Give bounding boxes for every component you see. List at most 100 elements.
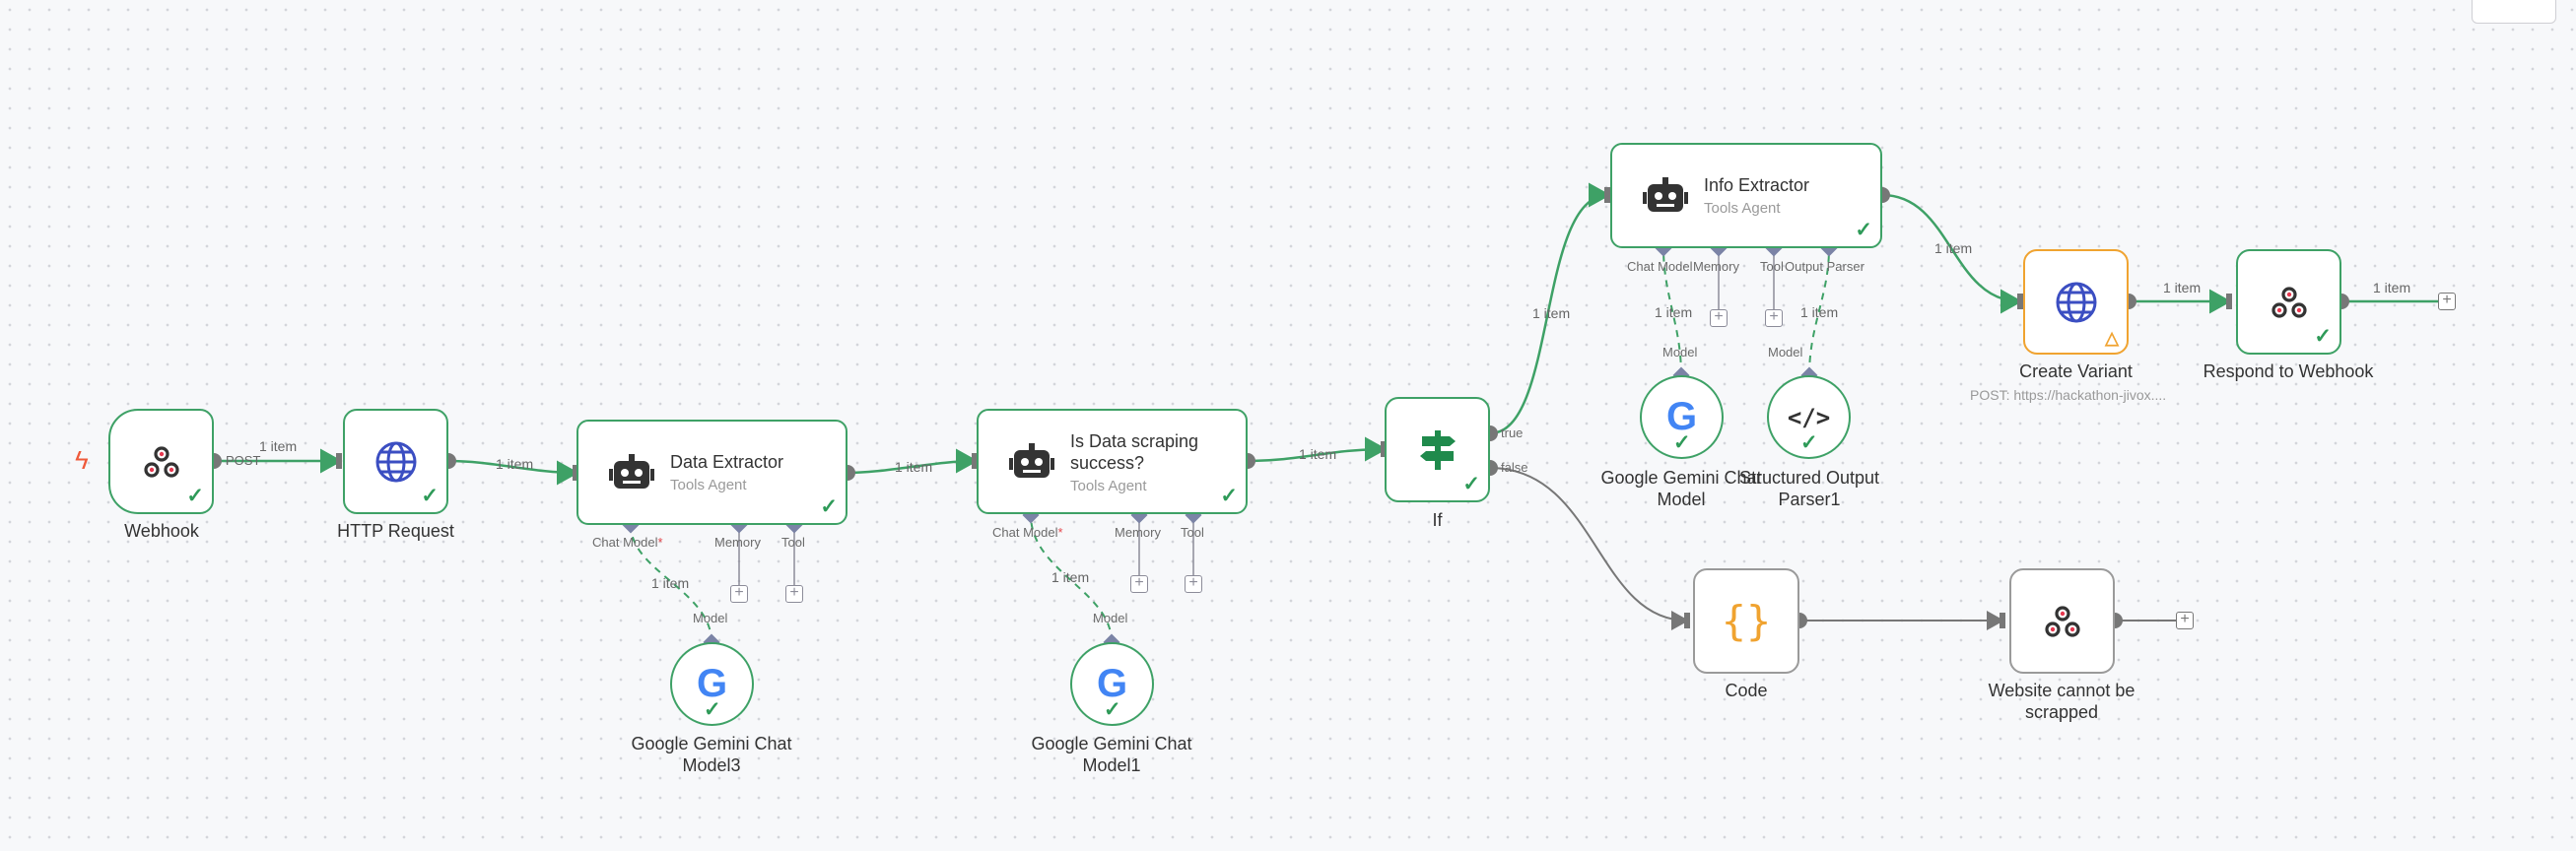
braces-icon: {} (1721, 597, 1772, 645)
edge-gemini-infoextractor[interactable] (1662, 247, 1682, 376)
edge-label-item: 1 item (1800, 304, 1839, 320)
edge-http-dataextractor[interactable] (447, 459, 579, 486)
edge-label-item: 1 item (895, 459, 933, 475)
node-google-gemini-3[interactable]: G ✓ (670, 642, 754, 726)
in-port[interactable] (336, 453, 342, 469)
success-check-icon: ✓ (1800, 431, 1818, 454)
add-memory-button[interactable]: + (730, 585, 748, 603)
in-port[interactable] (1684, 613, 1690, 628)
edge-label-item: 1 item (1655, 304, 1693, 320)
in-port[interactable] (972, 453, 978, 469)
in-port[interactable] (1604, 187, 1610, 203)
port-label-tool: Tool (1181, 525, 1204, 540)
node-title-is-data-scraping: Is Data scraping success? (1070, 431, 1199, 473)
success-check-icon: ✓ (421, 485, 439, 507)
in-port[interactable] (2226, 294, 2232, 309)
node-google-gemini-1[interactable]: G ✓ (1070, 642, 1154, 726)
add-tool-button[interactable]: + (1765, 309, 1783, 327)
node-data-extractor[interactable]: Data Extractor Tools Agent ✓ (576, 420, 847, 525)
node-http-request[interactable]: ✓ (343, 409, 448, 514)
signpost-icon (1387, 399, 1488, 500)
success-check-icon: ✓ (820, 495, 838, 518)
success-check-icon: ✓ (1104, 698, 1121, 721)
node-webhook[interactable]: ✓ (108, 409, 214, 514)
add-memory-button[interactable]: + (1710, 309, 1728, 327)
edge-if-infoextractor[interactable] (1489, 182, 1611, 435)
port-label-tool: Tool (781, 535, 805, 550)
edge-label-item: 1 item (1532, 305, 1571, 321)
node-label-create-variant: Create Variant (2019, 361, 2133, 381)
port-label-model: Model (693, 611, 728, 625)
google-g-icon: G (1665, 395, 1698, 438)
add-tool-button[interactable]: + (1185, 575, 1202, 593)
node-info-extractor[interactable]: Info Extractor Tools Agent ✓ (1610, 143, 1882, 248)
add-node-button[interactable]: + (2176, 612, 2194, 629)
output-label-false: false (1501, 460, 1528, 475)
warning-icon: △ (2105, 328, 2119, 348)
node-subtitle-is-data-scraping: Tools Agent (1070, 478, 1147, 494)
node-is-data-scraping[interactable]: Is Data scraping success? Tools Agent ✓ (977, 409, 1248, 514)
node-label-http-request: HTTP Request (337, 521, 454, 541)
add-tool-button[interactable]: + (785, 585, 803, 603)
robot-icon (1008, 438, 1055, 486)
node-if[interactable]: ✓ (1385, 397, 1490, 502)
google-g-icon: G (696, 662, 728, 705)
google-g-icon: G (1096, 662, 1128, 705)
edge-output-post: POST (226, 453, 261, 468)
node-label-gemini: Google Gemini Chat Model (1600, 468, 1762, 509)
success-check-icon: ✓ (186, 485, 204, 507)
node-respond-to-webhook[interactable]: ✓ (2236, 249, 2341, 355)
edge-if-code[interactable] (1489, 467, 1689, 630)
trigger-bolt-icon: ϟ (75, 445, 89, 475)
node-label-structured-output-parser: Structured Output Parser1 (1738, 468, 1880, 509)
port-label-chat-model: Chat Model (1627, 259, 1693, 274)
edge-parser-infoextractor[interactable] (1808, 247, 1830, 376)
edge-label-item: 1 item (259, 438, 298, 454)
node-website-cannot-be-scrapped[interactable] (2009, 568, 2115, 674)
success-check-icon: ✓ (1220, 485, 1238, 507)
node-structured-output-parser[interactable]: </> ✓ (1767, 375, 1851, 459)
port-label-model: Model (1662, 345, 1698, 360)
node-title-data-extractor: Data Extractor (670, 452, 784, 472)
top-right-button[interactable] (2472, 0, 2556, 24)
node-label-webhook: Webhook (124, 521, 199, 541)
edge-isscraping-if[interactable] (1247, 436, 1388, 463)
success-check-icon: ✓ (2314, 325, 2332, 348)
add-memory-button[interactable]: + (1130, 575, 1148, 593)
edge-gemini3-dataextractor[interactable] (630, 524, 712, 643)
in-port[interactable] (2000, 613, 2005, 628)
node-label-if: If (1432, 510, 1443, 530)
port-label-tool: Tool (1760, 259, 1784, 274)
node-create-variant[interactable]: △ (2023, 249, 2129, 355)
code-icon: </> (1787, 403, 1831, 431)
webhook-icon (2238, 251, 2339, 353)
node-code[interactable]: {} (1693, 568, 1799, 674)
node-label-gemini-1: Google Gemini Chat Model1 (1031, 734, 1192, 775)
edge-label-item: 1 item (1299, 446, 1337, 462)
edge-label-item: 1 item (2373, 280, 2411, 295)
node-subtitle-create-variant: POST: https://hackathon-jivox.... (1970, 387, 2167, 403)
success-check-icon: ✓ (704, 698, 721, 721)
edge-dataextractor-isscraping[interactable] (847, 448, 979, 475)
in-port[interactable] (573, 465, 578, 481)
port-label-model: Model (1093, 611, 1128, 625)
success-check-icon: ✓ (1462, 473, 1480, 495)
robot-icon (608, 449, 655, 496)
node-label-code: Code (1725, 681, 1768, 700)
edge-gemini1-isscraping[interactable] (1030, 514, 1113, 643)
in-port[interactable] (2017, 294, 2023, 309)
globe-icon (345, 411, 446, 512)
node-title-info-extractor: Info Extractor (1704, 175, 1810, 195)
port-label-chat-model: Chat Model* (992, 525, 1063, 540)
edge-infoextractor-createvariant[interactable] (1881, 193, 2023, 314)
port-label-output-parser: Output Parser (1785, 259, 1864, 274)
in-port[interactable] (1381, 441, 1387, 457)
webhook-icon (110, 411, 212, 512)
node-google-gemini[interactable]: G ✓ (1640, 375, 1724, 459)
node-subtitle-data-extractor: Tools Agent (670, 477, 747, 493)
add-node-button[interactable]: + (2438, 293, 2456, 310)
port-label-memory: Memory (1115, 525, 1161, 540)
port-label-chat-model: Chat Model* (592, 535, 663, 550)
port-label-memory: Memory (1693, 259, 1739, 274)
globe-icon (2025, 251, 2127, 353)
